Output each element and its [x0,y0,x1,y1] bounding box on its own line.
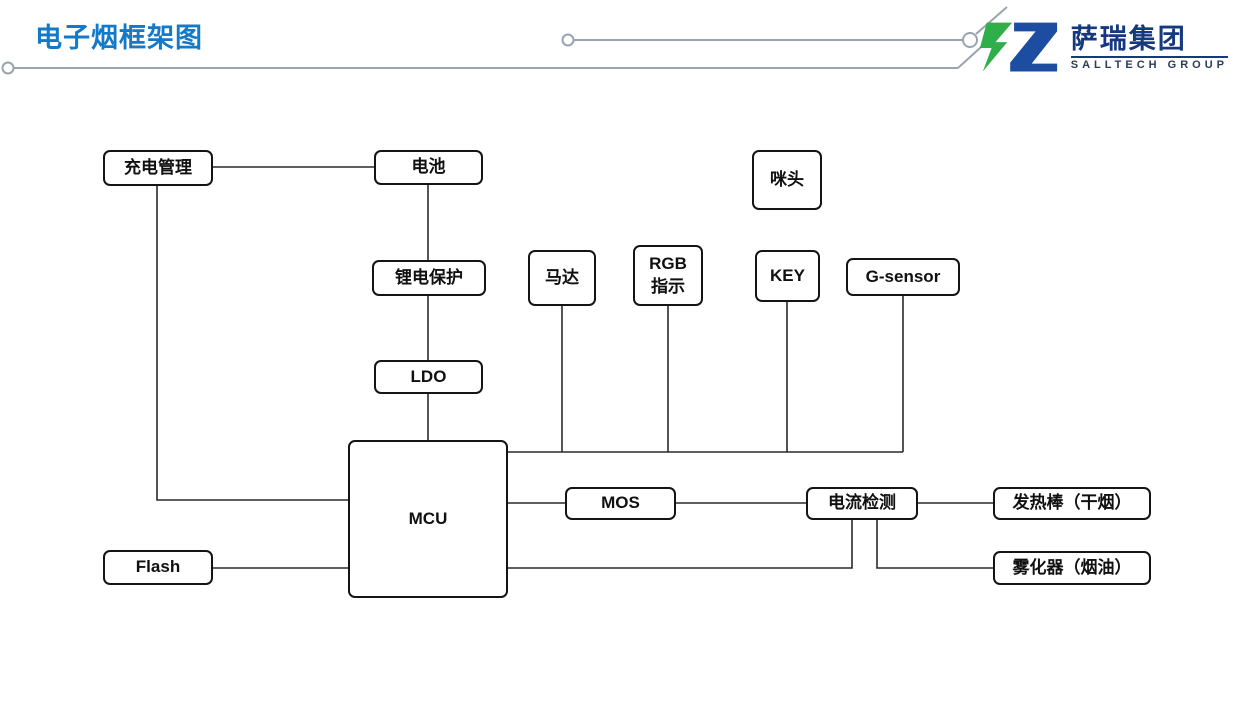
edge-mcu-to-current [508,520,853,569]
node-label: 电池 [411,157,446,177]
node-label: 咪头 [770,169,804,189]
node-label: 锂电保护 [395,267,463,287]
node-label: Flash [135,557,181,577]
logo-mark [979,22,1057,72]
node-label: LDO [410,366,447,386]
node-label: 充电管理 [124,157,192,177]
node-label: MOS [601,493,640,513]
node-charge-management: 充电管理 [103,150,213,186]
page-title: 电子烟框架图 [35,23,203,53]
node-label: 发热棒（干烟） [1012,493,1132,513]
node-label: 指示 [651,276,685,296]
node-ldo: LDO [374,360,483,394]
node-g-sensor: G-sensor [846,258,960,296]
logo-divider [1070,55,1228,58]
edge-current-to-atomizer [876,520,993,569]
edge-charge-to-mcu [156,186,348,501]
node-heating-rod-dry: 发热棒（干烟） [993,487,1151,520]
node-battery: 电池 [374,150,483,185]
node-mos: MOS [565,487,676,520]
logo-text: 萨瑞集团 SALLTECH GROUP [1070,23,1228,72]
node-mic-head: 咪头 [752,150,822,210]
company-logo: 萨瑞集团 SALLTECH GROUP [975,22,1228,74]
node-label: 电流检测 [828,493,896,513]
node-li-battery-protection: 锂电保护 [372,260,486,296]
logo-subtitle: SALLTECH GROUP [1070,58,1228,71]
logo-name: 萨瑞集团 [1070,23,1187,54]
node-current-detection: 电流检测 [806,487,918,520]
node-label: G-sensor [865,266,941,286]
node-key: KEY [755,250,820,302]
node-flash: Flash [103,550,213,585]
node-label: 雾化器（烟油） [1012,557,1132,577]
node-label: 马达 [545,267,579,287]
node-label: RGB [649,254,687,274]
node-label: KEY [770,265,805,285]
node-label: MCU [408,508,448,528]
node-atomizer-eliquid: 雾化器（烟油） [993,551,1151,585]
node-motor: 马达 [528,250,596,306]
node-mcu: MCU [348,440,508,598]
